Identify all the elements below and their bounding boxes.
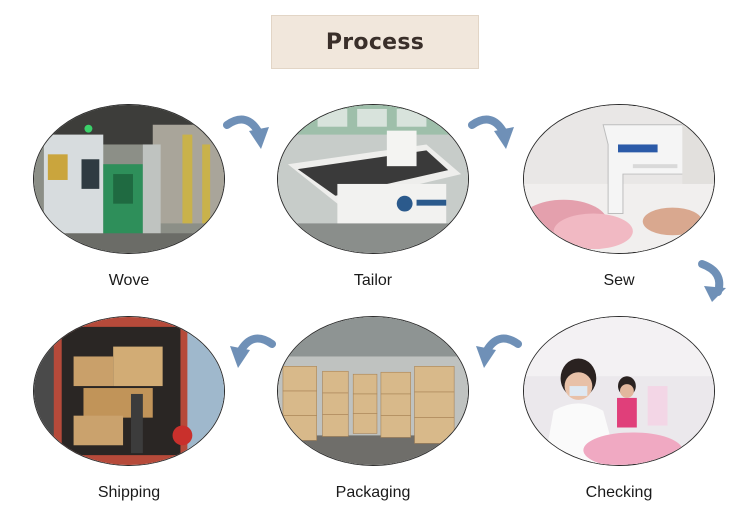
step-label-wove: Wove: [108, 272, 150, 289]
step-tailor: Tailor: [277, 104, 469, 290]
step-label-sew: Sew: [603, 272, 635, 289]
arrow-icon: [472, 328, 522, 372]
step-label-checking: Checking: [585, 484, 653, 501]
step-sew: Sew: [523, 104, 715, 290]
step-checking: Checking: [523, 316, 715, 502]
cutting-machine-photo: [277, 104, 469, 254]
step-wove: Wove: [33, 104, 225, 290]
arrow-icon: [223, 111, 273, 155]
step-packaging: Packaging: [277, 316, 469, 502]
quality-check-photo: [523, 316, 715, 466]
page-title: Process: [325, 29, 425, 55]
sewing-machine-photo: [523, 104, 715, 254]
shipping-truck-photo: [33, 316, 225, 466]
weaving-machine-photo: [33, 104, 225, 254]
step-label-shipping: Shipping: [97, 484, 161, 501]
arrow-icon: [692, 258, 742, 302]
step-label-packaging: Packaging: [335, 484, 411, 501]
packaging-boxes-photo: [277, 316, 469, 466]
arrow-icon: [468, 111, 518, 155]
step-label-tailor: Tailor: [353, 272, 393, 289]
step-shipping: Shipping: [33, 316, 225, 502]
process-title-box: Process: [271, 15, 479, 69]
arrow-icon: [226, 328, 276, 372]
